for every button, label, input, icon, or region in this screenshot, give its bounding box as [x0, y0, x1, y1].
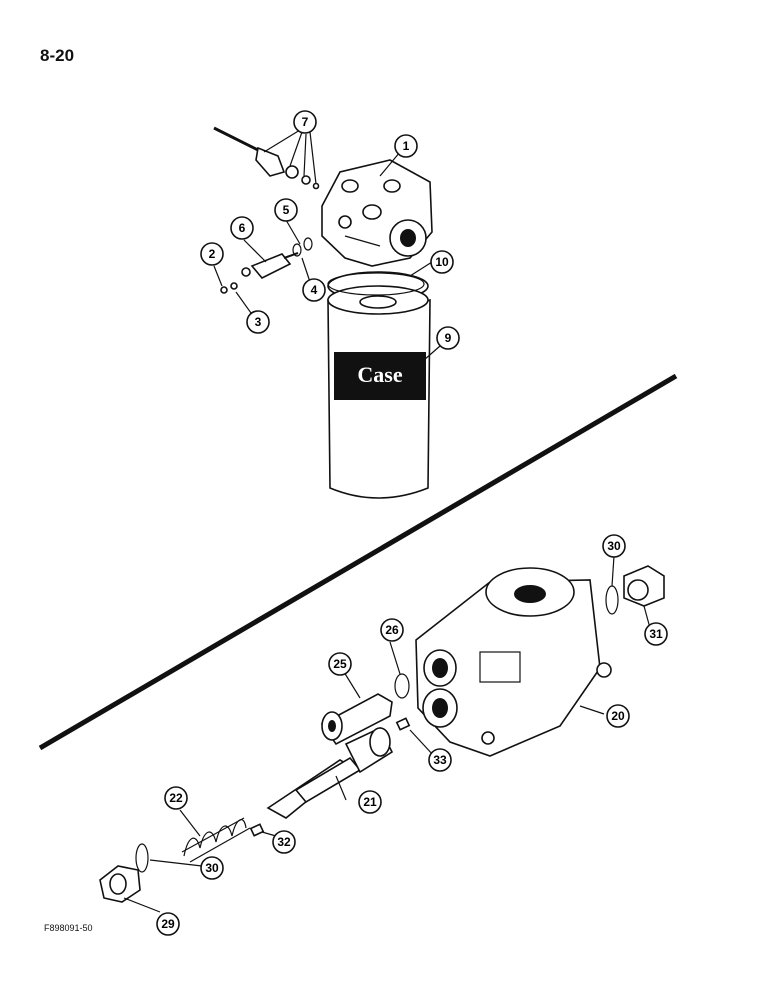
callout-29: 29 — [156, 912, 180, 936]
fitting-25 — [320, 693, 393, 746]
leader-lines — [123, 129, 651, 913]
svg-text:7: 7 — [302, 115, 309, 129]
callout-31: 31 — [644, 622, 668, 646]
svg-text:6: 6 — [239, 221, 246, 235]
svg-text:30: 30 — [607, 539, 621, 553]
filter-head — [321, 159, 433, 267]
washer-3 — [230, 282, 238, 290]
divider-line — [38, 373, 678, 751]
callout-30-bottom: 30 — [200, 856, 224, 880]
svg-text:5: 5 — [283, 203, 290, 217]
callout-7: 7 — [293, 110, 317, 134]
o-ring-26 — [394, 673, 410, 699]
set-screw-32 — [249, 823, 265, 837]
plug-31 — [623, 565, 665, 607]
callout-5: 5 — [274, 198, 298, 222]
washer-2 — [220, 286, 228, 294]
callout-4: 4 — [302, 278, 326, 302]
svg-text:20: 20 — [611, 709, 625, 723]
callout-21: 21 — [358, 790, 382, 814]
svg-text:2: 2 — [209, 247, 216, 261]
svg-text:10: 10 — [435, 255, 449, 269]
o-ring-5 — [303, 237, 313, 251]
callout-3: 3 — [246, 310, 270, 334]
callout-26: 26 — [380, 618, 404, 642]
svg-text:26: 26 — [385, 623, 399, 637]
svg-text:22: 22 — [169, 791, 183, 805]
callout-1: 1 — [394, 134, 418, 158]
svg-text:3: 3 — [255, 315, 262, 329]
filter-logo: Case — [357, 362, 402, 387]
callout-32: 32 — [272, 830, 296, 854]
callout-22: 22 — [164, 786, 188, 810]
spool-21 — [266, 726, 394, 819]
svg-text:30: 30 — [205, 861, 219, 875]
svg-text:33: 33 — [433, 753, 447, 767]
figure-code: F898091-50 — [44, 923, 93, 933]
svg-text:25: 25 — [333, 657, 347, 671]
spring-22 — [181, 817, 251, 863]
svg-text:29: 29 — [161, 917, 175, 931]
svg-text:31: 31 — [649, 627, 663, 641]
o-ring-30-top — [605, 585, 619, 615]
callout-20: 20 — [606, 704, 630, 728]
o-ring-4 — [292, 243, 302, 257]
svg-text:1: 1 — [403, 139, 410, 153]
svg-text:9: 9 — [445, 331, 452, 345]
callout-25: 25 — [328, 652, 352, 676]
plug-29 — [99, 865, 141, 903]
page-number: 8-20 — [40, 46, 75, 65]
sensor-switch — [241, 252, 299, 279]
svg-text:4: 4 — [311, 283, 318, 297]
callout-6: 6 — [230, 216, 254, 240]
o-ring-10 — [327, 272, 425, 296]
callout-9: 9 — [436, 326, 460, 350]
callout-33: 33 — [428, 748, 452, 772]
o-ring-30-bottom — [135, 843, 149, 873]
set-screw-33 — [395, 717, 411, 731]
callout-2: 2 — [200, 242, 224, 266]
svg-text:21: 21 — [363, 795, 377, 809]
bolt-assembly — [213, 126, 320, 190]
filter-cartridge: Case — [327, 271, 431, 499]
valve-body — [415, 567, 612, 757]
callout-10: 10 — [430, 250, 454, 274]
callout-30-top: 30 — [602, 534, 626, 558]
svg-text:32: 32 — [277, 835, 291, 849]
